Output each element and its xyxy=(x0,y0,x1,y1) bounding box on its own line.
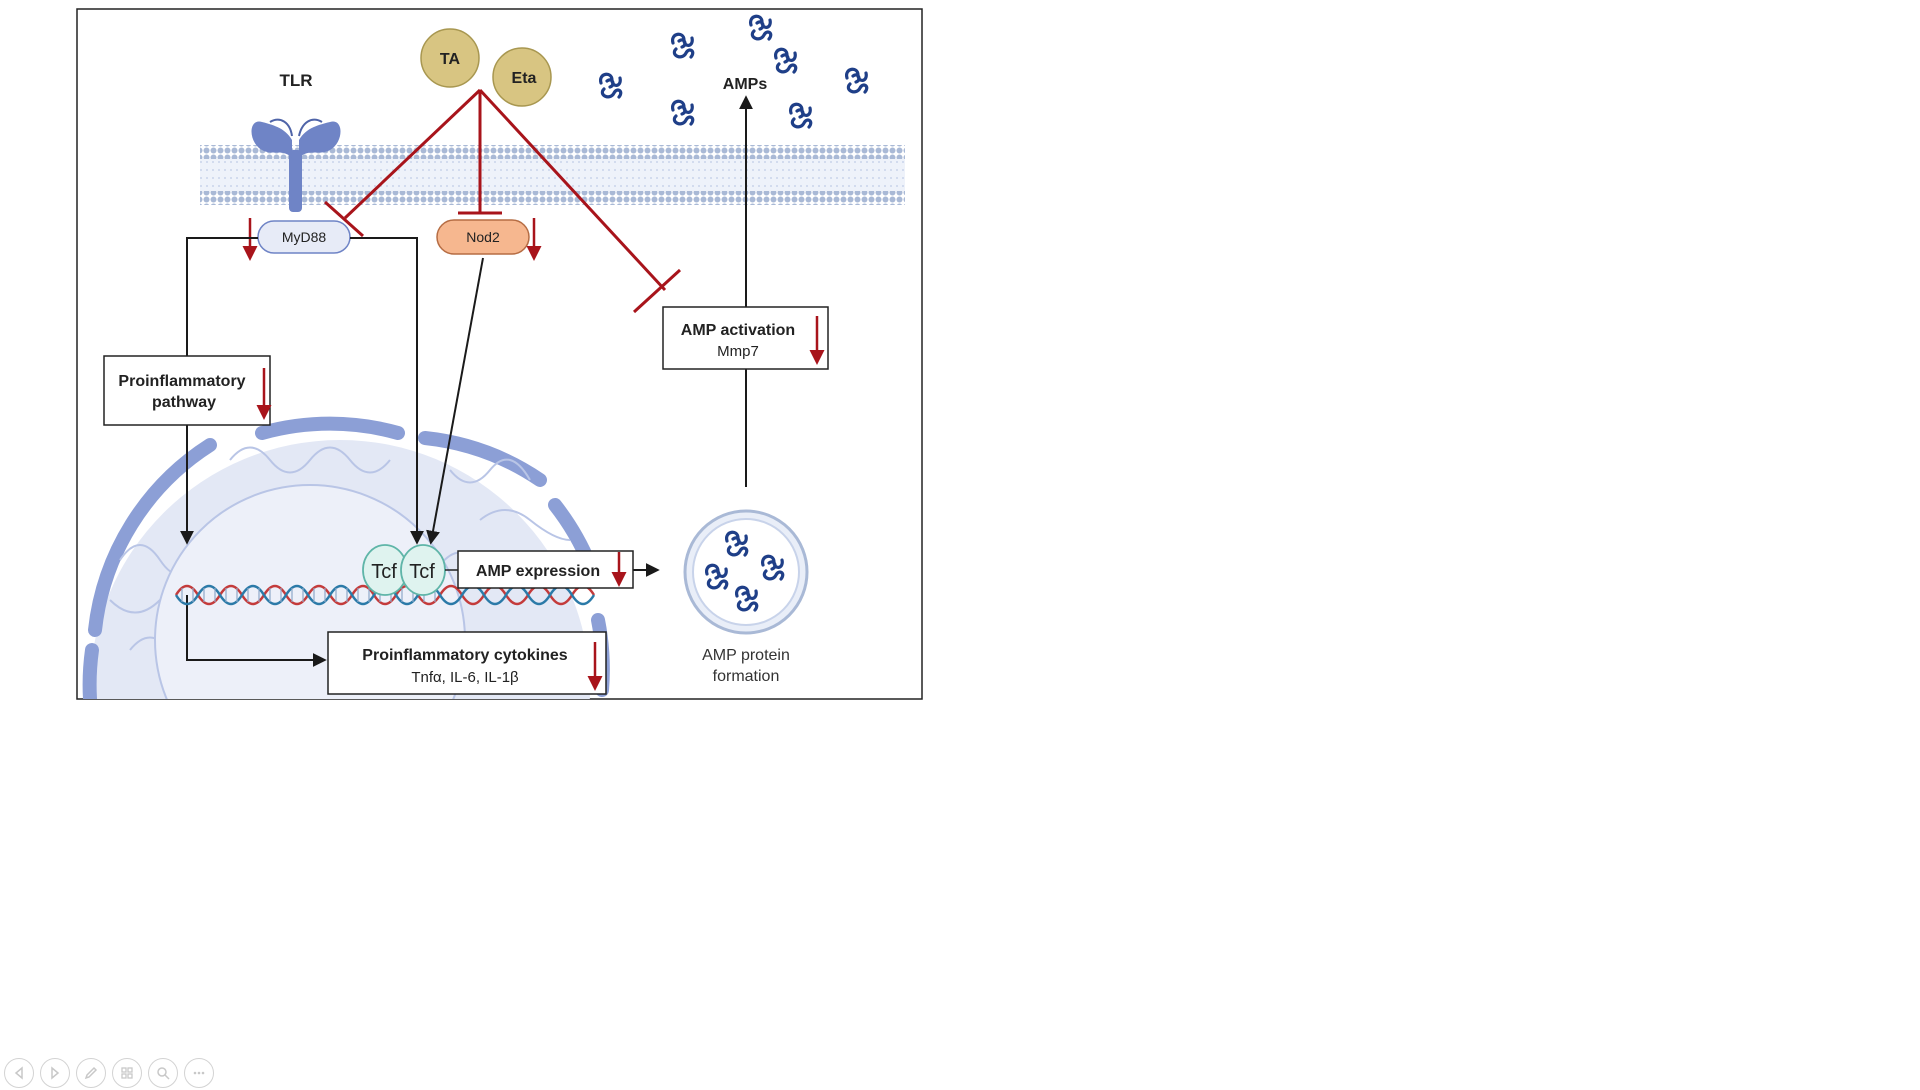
pen-icon[interactable] xyxy=(76,1058,106,1088)
amp-protein-label-line1: AMP protein xyxy=(702,647,790,664)
cytokines-title: Proinflammatory cytokines xyxy=(362,647,568,664)
amp-activation-title: AMP activation xyxy=(681,322,795,339)
ta-label: TA xyxy=(440,51,461,68)
tcf-complex: Tcf Tcf xyxy=(362,544,458,596)
tcf-right-label: Tcf xyxy=(409,561,435,583)
amp-vesicle xyxy=(683,509,809,635)
cytokines-sub: Tnfα, IL-6, IL-1β xyxy=(411,669,519,686)
more-icon[interactable] xyxy=(184,1058,214,1088)
tlr-label: TLR xyxy=(279,71,312,90)
slideshow-toolbar xyxy=(4,1056,214,1090)
next-icon[interactable] xyxy=(40,1058,70,1088)
proinflammatory-label-line1: Proinflammatory xyxy=(118,373,245,390)
amp-activation-box: AMP activation Mmp7 xyxy=(662,306,829,370)
amps-label: AMPs xyxy=(723,76,768,93)
amp-activation-sub: Mmp7 xyxy=(717,343,759,360)
previous-icon[interactable] xyxy=(4,1058,34,1088)
zoom-icon[interactable] xyxy=(148,1058,178,1088)
myd88-label: MyD88 xyxy=(282,229,327,245)
amp-expression-box: AMP expression xyxy=(457,550,634,589)
pathway-arrows xyxy=(180,95,753,667)
cytokines-box: Proinflammatory cytokines Tnfα, IL-6, IL… xyxy=(327,631,607,695)
slides-icon[interactable] xyxy=(112,1058,142,1088)
inhibition-lines xyxy=(323,88,682,314)
eta-label: Eta xyxy=(512,70,537,87)
eta-drug: Eta xyxy=(492,47,552,107)
proinflammatory-pathway-box: Proinflammatory pathway xyxy=(103,355,272,426)
ta-drug: TA xyxy=(420,28,480,88)
myd88-protein: MyD88 xyxy=(257,220,351,254)
amp-protein-label-line2: formation xyxy=(713,668,780,685)
cell-membrane xyxy=(200,145,905,205)
tlr-receptor-icon xyxy=(251,118,341,212)
tcf-left-label: Tcf xyxy=(371,561,397,583)
proinflammatory-label-line2: pathway xyxy=(152,394,216,411)
nod2-label: Nod2 xyxy=(466,229,500,245)
nod2-protein: Nod2 xyxy=(436,219,530,255)
amp-expression-label: AMP expression xyxy=(476,563,600,580)
